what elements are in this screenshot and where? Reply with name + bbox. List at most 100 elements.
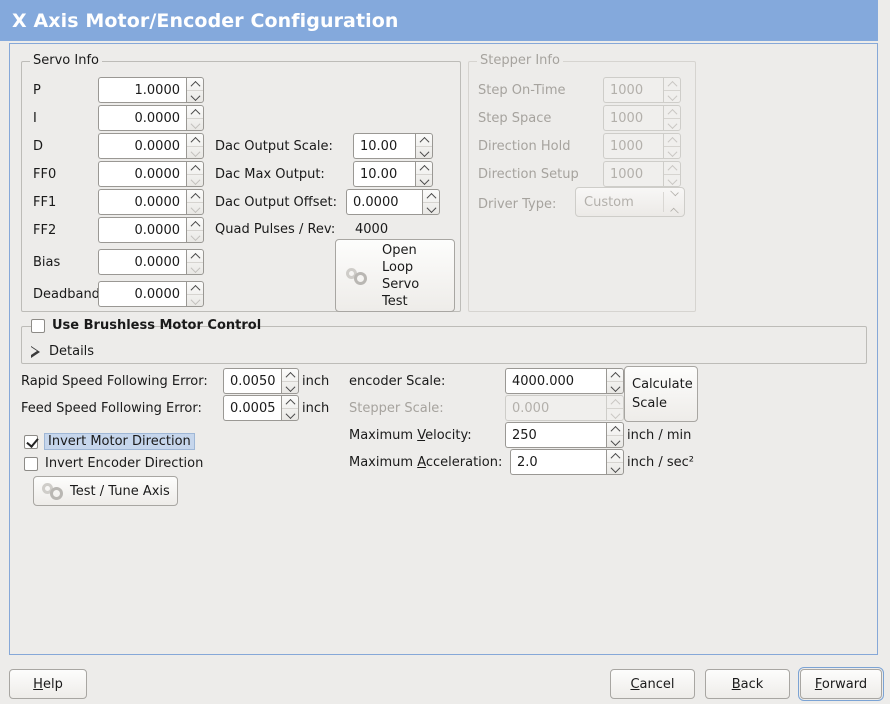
spin-up-icon[interactable]: [187, 218, 203, 230]
spin-up-icon[interactable]: [607, 450, 623, 462]
spin-down-icon[interactable]: [187, 174, 203, 186]
spin-dac-max-output[interactable]: 10.00: [353, 161, 433, 187]
checkbox-box-icon[interactable]: [24, 434, 38, 449]
spin-feed-speed-following-error[interactable]: 0.0005: [223, 395, 299, 421]
spin-maximum-velocity-value[interactable]: 250: [505, 422, 606, 448]
spin-rapid-error-value[interactable]: 0.0050: [223, 368, 282, 394]
spin-p[interactable]: 1.0000: [98, 77, 204, 103]
chevron-right-icon[interactable]: [31, 345, 41, 358]
spin-up-icon[interactable]: [187, 282, 203, 294]
spin-down-icon[interactable]: [282, 381, 298, 393]
forward-button[interactable]: Forward: [798, 667, 884, 701]
invert-motor-direction-checkbox[interactable]: Invert Motor Direction: [24, 433, 195, 450]
spin-i-buttons[interactable]: [186, 105, 204, 131]
help-button[interactable]: Help: [9, 669, 87, 699]
spin-bias-buttons[interactable]: [186, 249, 204, 275]
spin-p-buttons[interactable]: [186, 77, 204, 103]
cancel-button[interactable]: Cancel: [610, 669, 695, 699]
spin-maximum-acceleration-value[interactable]: 2.0: [510, 449, 606, 475]
spin-up-icon[interactable]: [607, 369, 623, 381]
spin-down-icon[interactable]: [187, 90, 203, 102]
spin-rapid-error-buttons[interactable]: [281, 368, 299, 394]
spin-deadband-value[interactable]: 0.0000: [98, 281, 186, 307]
spin-dac-output-scale-buttons[interactable]: [415, 133, 433, 159]
spin-bias-value[interactable]: 0.0000: [98, 249, 186, 275]
spin-down-icon[interactable]: [416, 174, 432, 186]
spin-p-value[interactable]: 1.0000: [98, 77, 186, 103]
spin-down-icon[interactable]: [607, 462, 623, 474]
spin-ff1-buttons[interactable]: [186, 189, 204, 215]
spin-d-value[interactable]: 0.0000: [98, 133, 186, 159]
label-step-on-time: Step On-Time: [478, 83, 566, 98]
spin-ff0-buttons[interactable]: [186, 161, 204, 187]
spin-up-icon[interactable]: [282, 369, 298, 381]
spin-d[interactable]: 0.0000: [98, 133, 204, 159]
spin-bias[interactable]: 0.0000: [98, 249, 204, 275]
spin-down-icon[interactable]: [607, 381, 623, 393]
spin-maximum-velocity-buttons[interactable]: [606, 422, 624, 448]
spin-encoder-scale[interactable]: 4000.000: [505, 368, 624, 394]
spin-down-icon[interactable]: [187, 294, 203, 306]
spin-up-icon[interactable]: [416, 162, 432, 174]
use-brushless-motor-control-checkbox[interactable]: Use Brushless Motor Control: [31, 318, 261, 333]
spin-feed-error-value[interactable]: 0.0005: [223, 395, 282, 421]
spin-down-icon[interactable]: [282, 408, 298, 420]
spin-up-icon[interactable]: [187, 250, 203, 262]
spin-dac-output-offset[interactable]: 0.0000: [346, 189, 440, 215]
spin-d-buttons[interactable]: [186, 133, 204, 159]
details-expander[interactable]: Details: [29, 344, 94, 359]
checkbox-box-icon[interactable]: [31, 318, 45, 333]
spin-up-icon[interactable]: [282, 396, 298, 408]
spin-maximum-acceleration[interactable]: 2.0: [510, 449, 624, 475]
spin-maximum-velocity[interactable]: 250: [505, 422, 624, 448]
spin-ff0[interactable]: 0.0000: [98, 161, 204, 187]
spin-ff0-value[interactable]: 0.0000: [98, 161, 186, 187]
spin-dac-max-output-value[interactable]: 10.00: [353, 161, 415, 187]
spin-down-icon[interactable]: [187, 262, 203, 274]
spin-down-icon[interactable]: [187, 230, 203, 242]
spin-maximum-acceleration-buttons[interactable]: [606, 449, 624, 475]
spin-down-icon[interactable]: [187, 146, 203, 158]
spin-ff1[interactable]: 0.0000: [98, 189, 204, 215]
spin-deadband-buttons[interactable]: [186, 281, 204, 307]
spin-ff2[interactable]: 0.0000: [98, 217, 204, 243]
spin-down-icon[interactable]: [187, 118, 203, 130]
calculate-scale-button[interactable]: Calculate Scale: [624, 366, 698, 422]
spin-deadband[interactable]: 0.0000: [98, 281, 204, 307]
spin-up-icon[interactable]: [423, 190, 439, 202]
invert-encoder-direction-checkbox[interactable]: Invert Encoder Direction: [24, 456, 203, 471]
spin-up-icon[interactable]: [607, 423, 623, 435]
spin-dac-output-offset-buttons[interactable]: [422, 189, 440, 215]
spin-dac-output-offset-value[interactable]: 0.0000: [346, 189, 422, 215]
spin-direction-setup-buttons: [663, 161, 681, 187]
spin-i-value[interactable]: 0.0000: [98, 105, 186, 131]
spin-up-icon[interactable]: [187, 134, 203, 146]
test-tune-axis-button[interactable]: Test / Tune Axis: [33, 476, 178, 506]
spin-ff2-value[interactable]: 0.0000: [98, 217, 186, 243]
spin-stepper-scale-value: 0.000: [505, 395, 606, 421]
spin-i[interactable]: 0.0000: [98, 105, 204, 131]
spin-up-icon[interactable]: [187, 106, 203, 118]
spin-feed-error-buttons[interactable]: [281, 395, 299, 421]
back-button[interactable]: Back: [705, 669, 790, 699]
spin-down-icon[interactable]: [423, 202, 439, 214]
help-button-label: Help: [33, 676, 63, 692]
spin-dac-output-scale[interactable]: 10.00: [353, 133, 433, 159]
checkbox-box-icon[interactable]: [24, 456, 38, 471]
spin-rapid-speed-following-error[interactable]: 0.0050: [223, 368, 299, 394]
spin-ff1-value[interactable]: 0.0000: [98, 189, 186, 215]
spin-down-icon[interactable]: [607, 435, 623, 447]
spin-up-icon[interactable]: [187, 78, 203, 90]
spin-up-icon[interactable]: [187, 190, 203, 202]
spin-up-icon[interactable]: [187, 162, 203, 174]
spin-up-icon[interactable]: [416, 134, 432, 146]
spin-down-icon[interactable]: [416, 146, 432, 158]
spin-down-icon[interactable]: [187, 202, 203, 214]
spin-encoder-scale-value[interactable]: 4000.000: [505, 368, 606, 394]
spin-dac-max-output-buttons[interactable]: [415, 161, 433, 187]
spin-dac-output-scale-value[interactable]: 10.00: [353, 133, 415, 159]
spin-encoder-scale-buttons[interactable]: [606, 368, 624, 394]
spin-step-on-time-buttons: [663, 77, 681, 103]
spin-ff2-buttons[interactable]: [186, 217, 204, 243]
open-loop-servo-test-button[interactable]: Open Loop Servo Test: [335, 239, 455, 312]
